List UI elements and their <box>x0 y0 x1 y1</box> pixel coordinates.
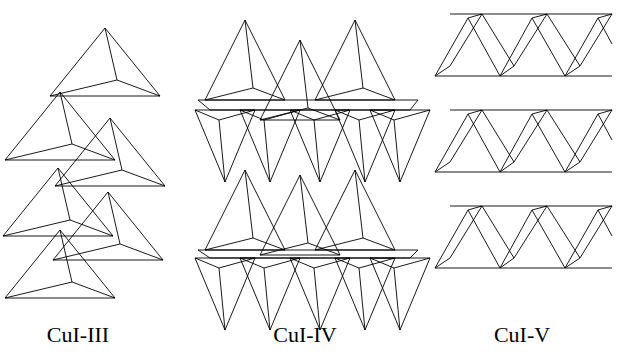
structure-label: CuI-III <box>47 324 109 346</box>
cui-iv-polyhedra <box>195 20 430 330</box>
structure-label: CuI-IV <box>273 324 337 346</box>
cui-iii-polyhedra <box>3 28 165 298</box>
cui-v-layers <box>435 14 612 268</box>
structure-label: CuI-V <box>494 324 550 346</box>
